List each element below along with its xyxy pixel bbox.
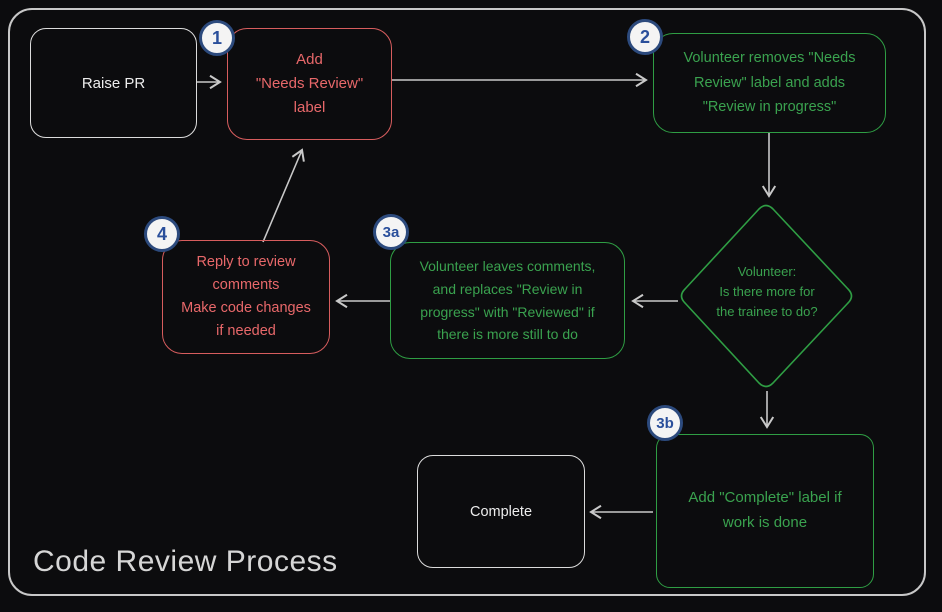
- node-complete-text: Complete: [469, 503, 533, 520]
- node-raise-pr-label: Raise PR: [81, 74, 146, 92]
- step-badge-2: 2: [627, 19, 663, 55]
- node-volunteer-removes-text: Volunteer removes "Needs Review" label a…: [683, 50, 856, 116]
- node-reply-to-review-comments: Reply to review comments Make code chang…: [162, 240, 330, 354]
- node-raise-pr: Raise PR: [30, 28, 197, 138]
- node-add-needs-review-label: Add "Needs Review" label: [227, 28, 392, 140]
- node-volunteer-leaves-comments-text: Volunteer leaves comments, and replaces …: [419, 258, 596, 343]
- node-add-complete-label: Add "Complete" label if work is done: [656, 434, 874, 588]
- node-add-complete-text: Add "Complete" label if work is done: [688, 489, 842, 531]
- node-volunteer-leaves-comments: Volunteer leaves comments, and replaces …: [390, 242, 625, 359]
- step-badge-3a: 3a: [373, 214, 409, 250]
- node-complete: Complete: [417, 455, 585, 568]
- node-add-needs-review-text: Add "Needs Review" label: [255, 51, 364, 116]
- node-volunteer-removes-label: Volunteer removes "Needs Review" label a…: [653, 33, 886, 133]
- step-badge-4: 4: [144, 216, 180, 252]
- node-decision-question: Volunteer: Is there more for the trainee…: [716, 264, 818, 320]
- diagram-frame: [8, 8, 926, 596]
- node-reply-to-review-comments-text: Reply to review comments Make code chang…: [181, 253, 311, 340]
- diagram-title: Code Review Process: [33, 545, 338, 578]
- step-badge-3b: 3b: [647, 405, 683, 441]
- step-badge-1: 1: [199, 20, 235, 56]
